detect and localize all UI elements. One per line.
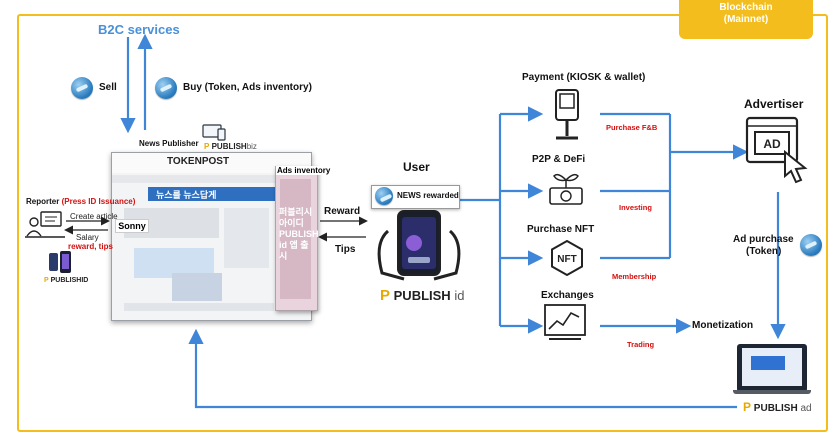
b2c-services-title: B2C services: [98, 22, 180, 37]
publish-p-icon: P: [380, 287, 391, 304]
news-publisher-label: News Publisher: [139, 139, 199, 148]
create-article-label: Create article: [70, 212, 118, 221]
trading-label: Trading: [627, 340, 655, 349]
blockchain-tag-line1: Blockchain: [719, 2, 773, 13]
advertiser-label: Advertiser: [744, 97, 804, 111]
reporter-label: Reporter (Press ID Issuance): [26, 197, 135, 206]
p2p-coin-plant-icon: [549, 173, 583, 205]
publish-id-logo: P PUBLISH id: [380, 287, 464, 304]
purchase-nft-label: Purchase NFT: [527, 224, 595, 235]
reporter-desk-icon: [25, 211, 65, 238]
token-coin-icon: [800, 234, 822, 256]
exchanges-label: Exchanges: [541, 290, 594, 301]
user-label: User: [403, 160, 430, 174]
publish-biz-logo: P PUBLISHbiz: [204, 142, 257, 151]
sonny-label: Sonny: [115, 219, 149, 233]
reporter-phone-icon: [49, 251, 71, 273]
token-coin-icon: [155, 77, 177, 99]
publish-word: PUBLISH: [393, 288, 451, 303]
publish-id-suffix: id: [454, 288, 465, 303]
mainnet-frame: [17, 14, 828, 432]
tips-label: Tips: [335, 244, 356, 255]
ad-purchase-label: Ad purchase: [733, 234, 794, 245]
news-rewarded-text: NEWS rewarded: [397, 191, 459, 200]
membership-label: Membership: [612, 272, 657, 281]
news-rewarded-card: NEWS rewarded: [371, 185, 460, 209]
ads-inventory-label: Ads inventory: [276, 166, 332, 175]
p2p-defi-label: P2P & DeFi: [532, 154, 586, 165]
ad-purchase-token-label: (Token): [746, 246, 782, 257]
ad-laptop-icon: [733, 344, 811, 394]
return-arrow: [188, 328, 742, 409]
publishid-caps-logo: P PUBLISHID: [44, 277, 88, 284]
publishid-caps: PUBLISHID: [50, 277, 89, 284]
blockchain-tag-line2: (Mainnet): [723, 14, 769, 25]
publish-p-icon: P: [743, 400, 752, 414]
reward-label: Reward: [324, 206, 361, 217]
investing-label: Investing: [619, 203, 652, 212]
payment-label: Payment (KIOSK & wallet): [522, 72, 646, 83]
monetization-label: Monetization: [692, 320, 754, 331]
site-banner-text: 뉴스를 뉴스답게: [156, 190, 217, 200]
trading-chart-icon: [544, 304, 586, 340]
publish-word: PUBLISH: [753, 403, 798, 414]
ads-panel-text: 퍼블리시 아이디 PUBLISH id 앱 출시: [279, 207, 319, 261]
nft-badge-icon: NFT: [551, 240, 583, 276]
reporter-word: Reporter: [26, 197, 60, 206]
publish-biz-suffix: biz: [246, 142, 257, 151]
reporter-issuance: (Press ID Issuance): [61, 197, 136, 206]
publisher-devices-icon: [202, 124, 226, 141]
publish-p-icon: P: [44, 277, 49, 284]
token-coin-icon: [71, 77, 93, 99]
ad-screen-cursor-icon: AD: [745, 116, 808, 184]
sell-label: Sell: [99, 82, 117, 93]
site-banner: 뉴스를 뉴스답게: [148, 187, 276, 201]
site-brand: TOKENPOST: [167, 156, 230, 167]
hands-smartphone-icon: [377, 210, 461, 281]
purchase-fb-label: Purchase F&B: [606, 123, 658, 132]
publish-p-icon: P: [204, 142, 210, 151]
token-coin-icon: [375, 187, 393, 205]
publish-word: PUBLISH: [211, 142, 247, 151]
kiosk-icon: [555, 89, 579, 140]
salary-label: Salary: [76, 233, 99, 242]
svg-text:NFT: NFT: [557, 254, 576, 265]
svg-text:AD: AD: [763, 137, 781, 151]
reward-tips-label: reward, tips: [68, 242, 113, 251]
publish-ad-logo: P PUBLISH ad: [743, 400, 812, 414]
blockchain-mainnet-tag: Blockchain (Mainnet): [679, 0, 813, 39]
publish-ad-suffix: ad: [800, 403, 812, 414]
ads-inventory-panel: 퍼블리시 아이디 PUBLISH id 앱 출시: [275, 166, 319, 311]
buy-label: Buy (Token, Ads inventory): [183, 82, 312, 93]
